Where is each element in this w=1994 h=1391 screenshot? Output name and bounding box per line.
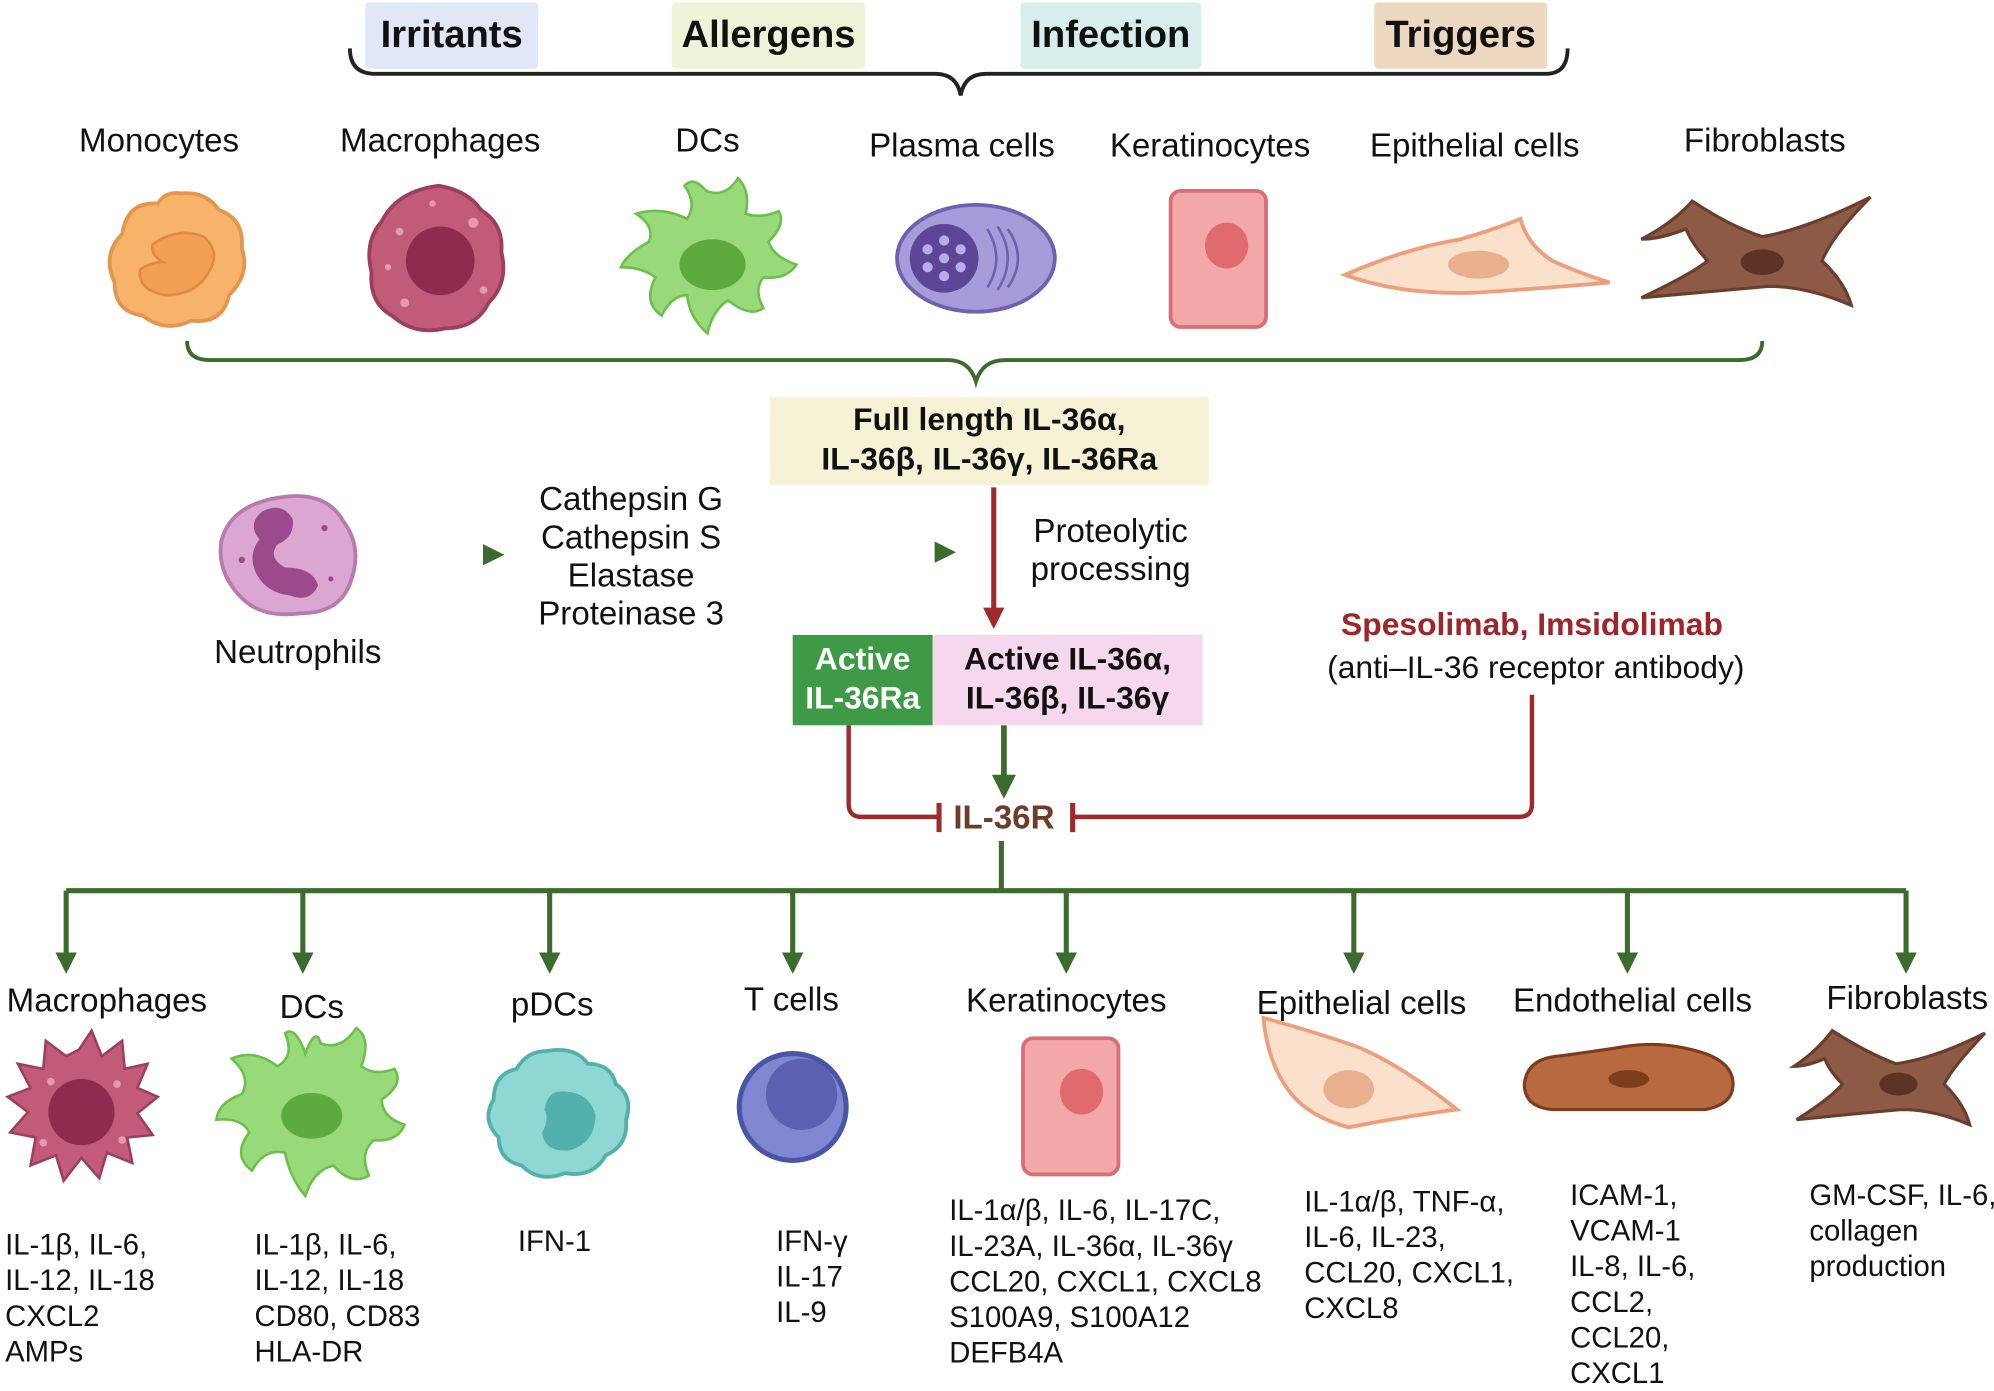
- endothelial-cell-icon: [1522, 1042, 1735, 1112]
- plasma-cell-icon: [895, 202, 1057, 314]
- macrophage-activated-icon: [5, 1027, 161, 1184]
- fibroblast-cell-icon: [1640, 195, 1872, 309]
- protease-item: Cathepsin S: [540, 517, 722, 556]
- bottom-cell-label-dcs: DCs: [279, 987, 344, 1026]
- neutrophil-cell-icon: [218, 494, 358, 617]
- bottom-cell-label-fibroblasts: Fibroblasts: [1826, 978, 1989, 1017]
- output-list-fibroblasts: GM-CSF, IL-6, collagen production: [1809, 1178, 1994, 1283]
- output-list-pdcs: IFN-1: [517, 1224, 592, 1258]
- pdc-cell-icon: [486, 1047, 631, 1179]
- macrophage-cell-icon: [367, 183, 506, 333]
- output-list-epithelial-cells: IL-1α/β, TNF-α, IL-6, IL-23, CCL20, CXCL…: [1304, 1184, 1515, 1325]
- active-il36ra-box: Active IL-36Ra: [792, 634, 933, 726]
- top-cell-label-fibroblasts: Fibroblasts: [1683, 120, 1846, 160]
- epithelial-activated-icon: [1261, 1015, 1462, 1130]
- active-il36-box: Active IL-36α, IL-36β, IL-36γ: [932, 634, 1203, 726]
- distribution-arrows: [55, 890, 1917, 974]
- epithelial-cell-icon: [1339, 216, 1611, 295]
- monocyte-cell-icon: [107, 191, 247, 328]
- keratinocyte-cell-icon: [1168, 188, 1268, 329]
- output-list-keratinocytes: IL-1α/β, IL-6, IL-17C, IL-23A, IL-36α, I…: [949, 1193, 1262, 1370]
- trigger-brace: [348, 48, 1570, 96]
- output-list-t-cells: IFN-γ IL-17 IL-9: [776, 1224, 848, 1329]
- bottom-cell-label-endothelial-cells: Endothelial cells: [1512, 981, 1753, 1020]
- trigger-tag-irritants: Irritants: [365, 2, 539, 69]
- fibroblast-activated-icon: [1788, 1028, 1987, 1128]
- full-length-il36-box: Full length IL-36α, IL-36β, IL-36γ, IL-3…: [769, 396, 1209, 485]
- trigger-tag-allergens: Allergens: [671, 2, 866, 69]
- dendritic-activated-icon: [214, 1026, 407, 1199]
- output-list-dcs: IL-1β, IL-6, IL-12, IL-18 CD80, CD83 HLA…: [254, 1227, 421, 1368]
- trigger-tag-triggers: Triggers: [1374, 2, 1548, 69]
- top-cell-label-plasma-cells: Plasma cells: [869, 125, 1055, 165]
- protease-item: Cathepsin G: [539, 479, 724, 518]
- il36-receptor-label: IL-36R: [953, 797, 1055, 836]
- t-cell-icon: [736, 1051, 849, 1163]
- drug-name: Spesolimab, Imsidolimab: [1341, 606, 1723, 643]
- bottom-cell-label-pdcs: pDCs: [510, 984, 594, 1024]
- ra-inhibition-line: [846, 725, 940, 820]
- output-list-endothelial-cells: ICAM-1, VCAM-1 IL-8, IL-6, CCL2, CCL20, …: [1570, 1178, 1696, 1390]
- bottom-cell-label-t-cells: T cells: [743, 979, 839, 1018]
- top-cell-label-monocytes: Monocytes: [79, 120, 240, 160]
- output-list-macrophages: IL-1β, IL-6, IL-12, IL-18 CXCL2 AMPs: [5, 1227, 155, 1368]
- proteolytic-processing-label: Proteolytic processing: [1030, 511, 1191, 588]
- trigger-tag-infection: Infection: [1020, 2, 1202, 69]
- cell-brace: [185, 340, 1765, 389]
- protease-list: Cathepsin G Cathepsin S Elastase Protein…: [538, 479, 724, 633]
- protease-item: Elastase: [567, 555, 695, 594]
- drug-description: (anti–IL-36 receptor antibody): [1327, 650, 1745, 686]
- bottom-cell-label-keratinocytes: Keratinocytes: [966, 981, 1167, 1020]
- top-cell-label-keratinocytes: Keratinocytes: [1109, 125, 1311, 165]
- top-cell-label-dcs: DCs: [675, 120, 740, 160]
- bottom-cell-label-macrophages: Macrophages: [6, 981, 208, 1020]
- dendritic-cell-icon: [619, 176, 799, 336]
- protease-item: Proteinase 3: [538, 593, 724, 632]
- bottom-cell-label-epithelial-cells: Epithelial cells: [1256, 983, 1467, 1022]
- drug-inhibition-line: [1072, 694, 1535, 820]
- neutrophils-label: Neutrophils: [214, 632, 382, 671]
- keratinocyte-activated-icon: [1021, 1036, 1121, 1177]
- top-cell-label-epithelial-cells: Epithelial cells: [1369, 125, 1580, 165]
- top-cell-label-macrophages: Macrophages: [340, 120, 541, 160]
